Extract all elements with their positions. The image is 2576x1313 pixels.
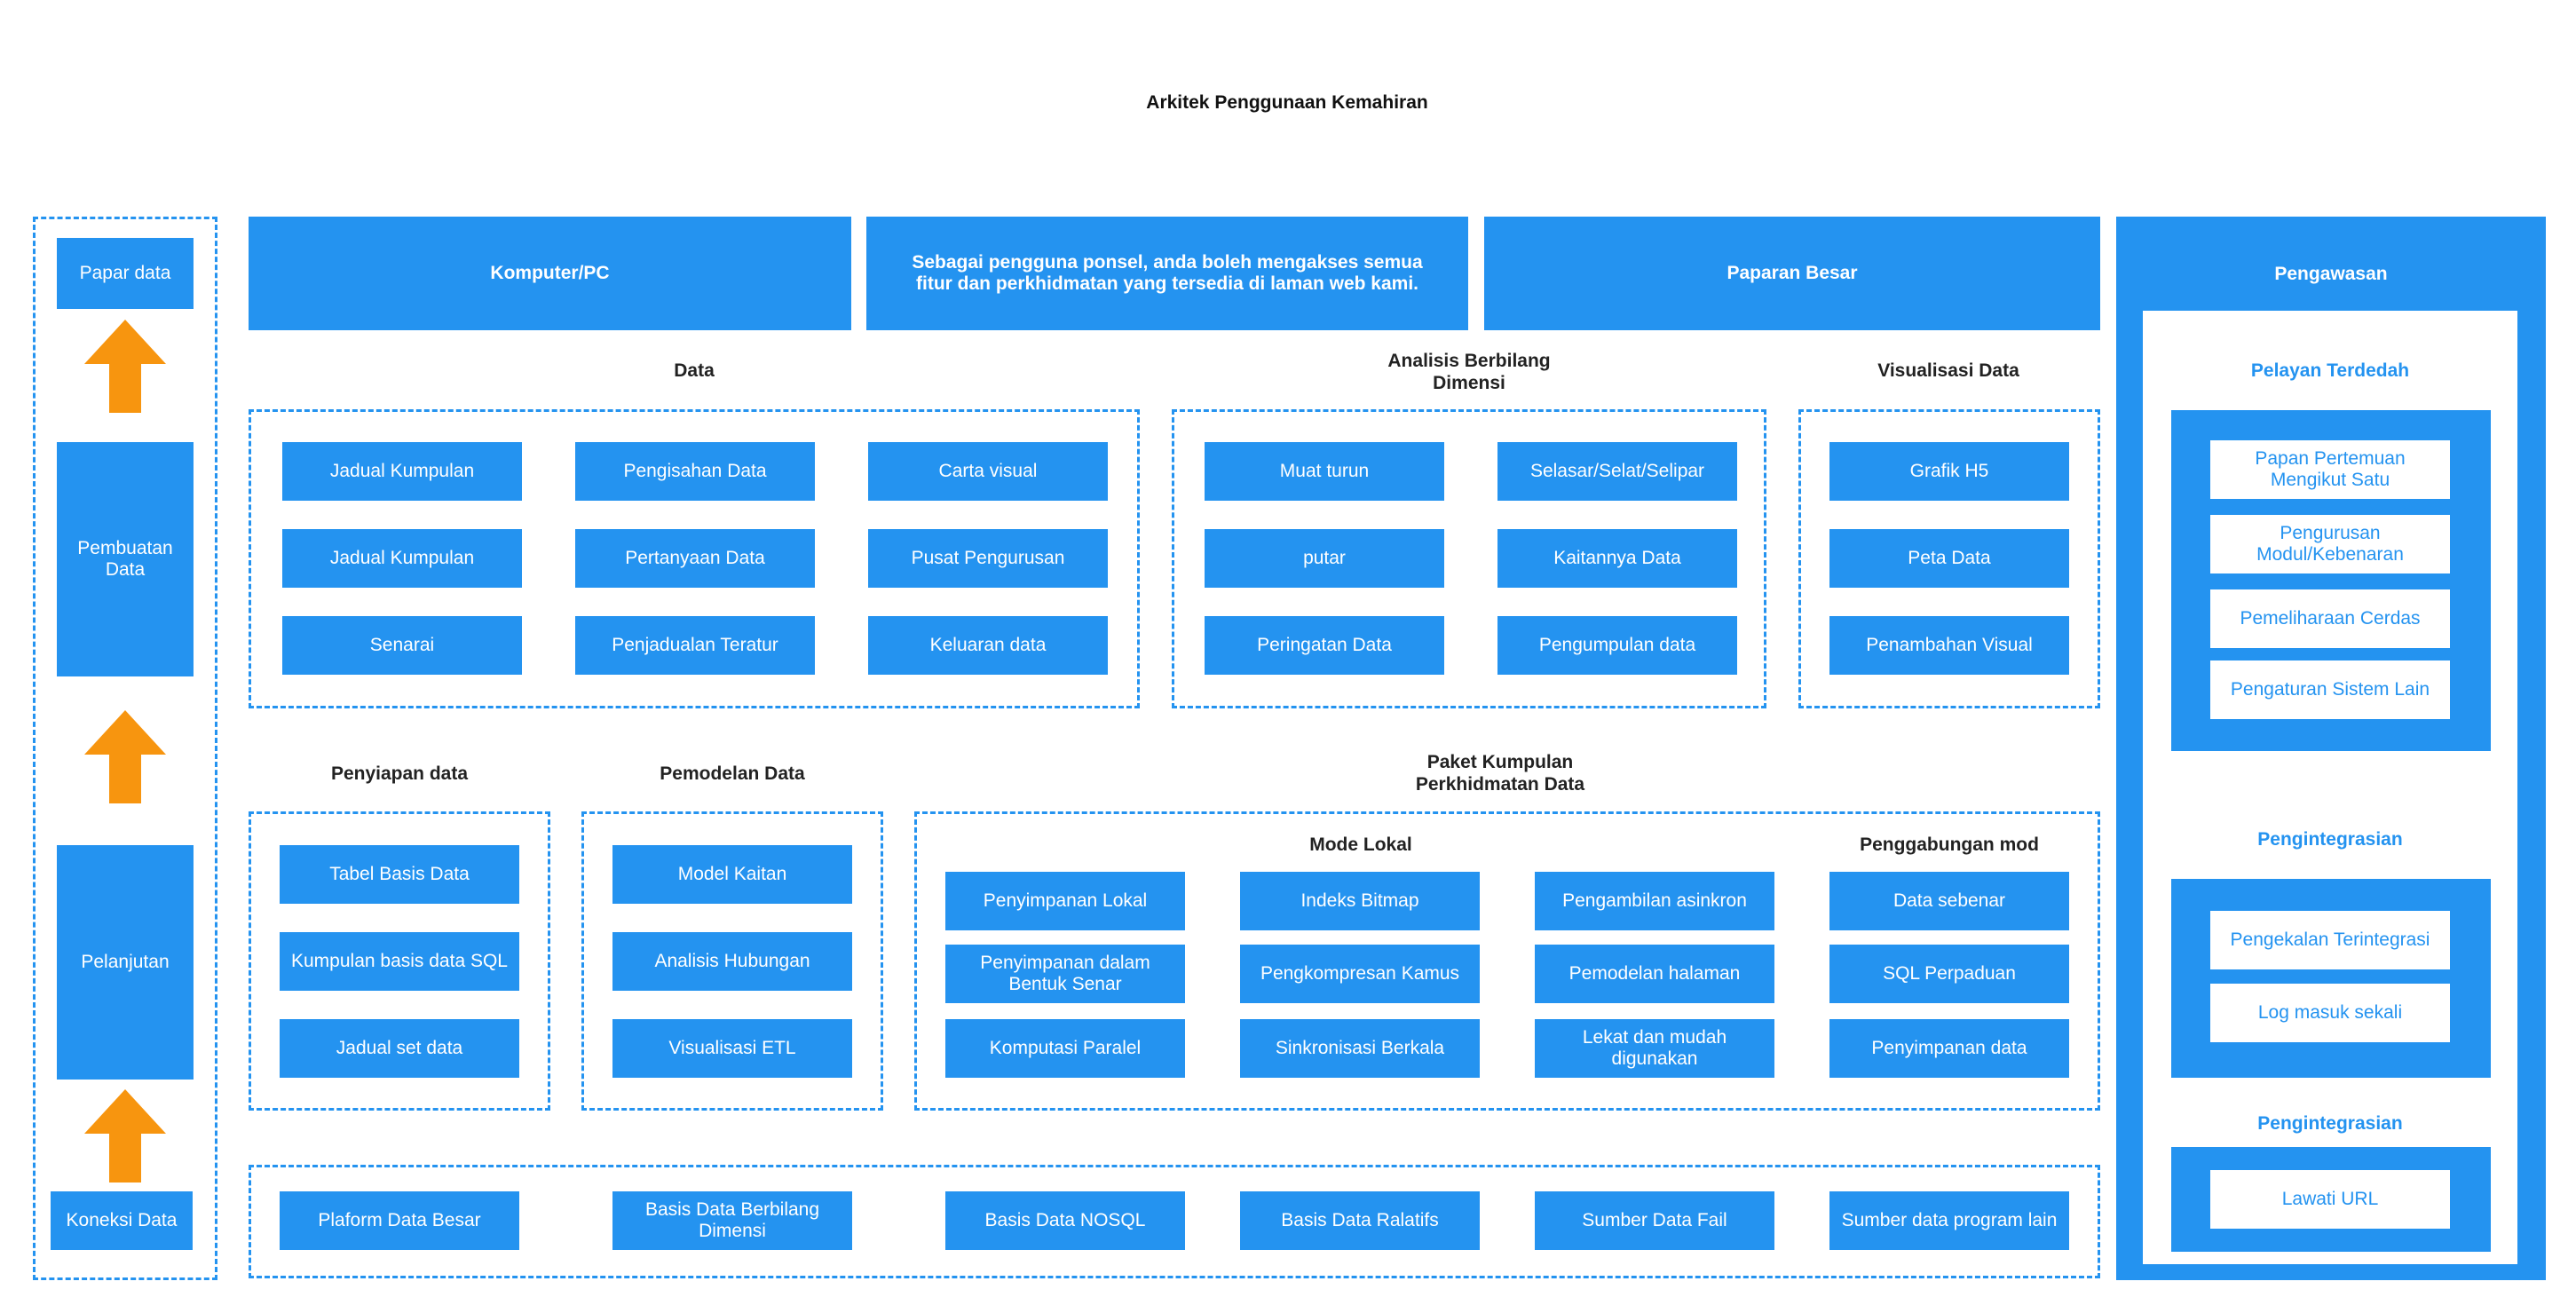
- analysis-item: Selasar/Selat/Selipar: [1497, 442, 1737, 501]
- section-frame-viz: [1798, 409, 2100, 708]
- prep-item: Tabel Basis Data: [280, 845, 519, 904]
- left-column-frame: [33, 217, 217, 1280]
- analysis-item: putar: [1205, 529, 1444, 588]
- package-item: Pengambilan asinkron: [1535, 872, 1774, 930]
- package-item: Lekat dan mudah digunakan: [1535, 1019, 1774, 1078]
- package-item: Pemodelan halaman: [1535, 945, 1774, 1003]
- source-item: Plaform Data Besar: [280, 1191, 519, 1250]
- section-frame-package: [914, 811, 2100, 1111]
- section-label-prep: Penyiapan data: [330, 763, 469, 785]
- data-item: Jadual Kumpulan: [282, 529, 522, 588]
- section-frame-modeling: [581, 811, 883, 1111]
- monitoring-group3-label: Pengintegrasian: [2257, 1113, 2403, 1134]
- left-pelanjutan: Pelanjutan: [57, 845, 194, 1080]
- package-item: Penyimpanan Lokal: [945, 872, 1185, 930]
- data-item: Carta visual: [868, 442, 1108, 501]
- analysis-item: Muat turun: [1205, 442, 1444, 501]
- package-item: Indeks Bitmap: [1240, 872, 1480, 930]
- monitoring-title: Pengawasan: [2274, 264, 2388, 285]
- left-pembuatan-data: Pembuatan Data: [57, 442, 194, 676]
- package-item: Pengkompresan Kamus: [1240, 945, 1480, 1003]
- data-item: Keluaran data: [868, 616, 1108, 675]
- prep-item: Kumpulan basis data SQL: [280, 932, 519, 991]
- data-item: Pertanyaan Data: [575, 529, 815, 588]
- prep-item: Jadual set data: [280, 1019, 519, 1078]
- monitoring-group2-item: Pengekalan Terintegrasi: [2210, 911, 2450, 969]
- package-item: Data sebenar: [1829, 872, 2069, 930]
- section-label-data: Data: [674, 360, 715, 382]
- viz-item: Grafik H5: [1829, 442, 2069, 501]
- package-item: Sinkronisasi Berkala: [1240, 1019, 1480, 1078]
- viz-item: Penambahan Visual: [1829, 616, 2069, 675]
- arrow-up-icon: [84, 710, 166, 803]
- viz-item: Peta Data: [1829, 529, 2069, 588]
- data-item: Jadual Kumpulan: [282, 442, 522, 501]
- monitoring-group1-item: Pengaturan Sistem Lain: [2210, 660, 2450, 719]
- section-label-analysis: Analisis Berbilang Dimensi: [1387, 350, 1551, 393]
- header-pc: Komputer/PC: [249, 217, 851, 330]
- source-item: Basis Data Berbilang Dimensi: [612, 1191, 852, 1250]
- left-papar-data: Papar data: [57, 238, 194, 309]
- monitoring-group1-item: Pengurusan Modul/Kebenaran: [2210, 515, 2450, 573]
- package-item: Komputasi Paralel: [945, 1019, 1185, 1078]
- section-frame-data: [249, 409, 1140, 708]
- modeling-item: Model Kaitan: [612, 845, 852, 904]
- data-item: Pengisahan Data: [575, 442, 815, 501]
- source-item: Sumber Data Fail: [1535, 1191, 1774, 1250]
- section-label-modeling: Pemodelan Data: [660, 763, 805, 785]
- modeling-item: Analisis Hubungan: [612, 932, 852, 991]
- section-frame-analysis: [1172, 409, 1766, 708]
- data-item: Penjadualan Teratur: [575, 616, 815, 675]
- package-item: Penyimpanan data: [1829, 1019, 2069, 1078]
- arrow-up-icon: [84, 1089, 166, 1182]
- section-label-package: Paket Kumpulan Perkhidmatan Data: [1415, 751, 1585, 795]
- monitoring-group2-frame: [2171, 879, 2491, 1078]
- arrow-up-icon: [84, 320, 166, 413]
- package-item: SQL Perpaduan: [1829, 945, 2069, 1003]
- monitoring-group2-item: Log masuk sekali: [2210, 984, 2450, 1042]
- package-merge-label: Penggabungan mod: [1860, 834, 2039, 856]
- left-koneksi-data: Koneksi Data: [51, 1191, 193, 1250]
- source-item: Sumber data program lain: [1829, 1191, 2069, 1250]
- header-mobile: Sebagai pengguna ponsel, anda boleh meng…: [866, 217, 1468, 330]
- monitoring-group1-item: Pemeliharaan Cerdas: [2210, 589, 2450, 648]
- diagram-title: Arkitek Penggunaan Kemahiran: [1146, 92, 1428, 113]
- monitoring-group1-label: Pelayan Terdedah: [2250, 360, 2410, 381]
- monitoring-group3-item: Lawati URL: [2210, 1170, 2450, 1229]
- header-big-screen: Paparan Besar: [1484, 217, 2100, 330]
- monitoring-group1-item: Papan Pertemuan Mengikut Satu: [2210, 440, 2450, 499]
- analysis-item: Kaitannya Data: [1497, 529, 1737, 588]
- package-local-label: Mode Lokal: [1309, 834, 1412, 856]
- data-item: Senarai: [282, 616, 522, 675]
- package-item: Penyimpanan dalam Bentuk Senar: [945, 945, 1185, 1003]
- modeling-item: Visualisasi ETL: [612, 1019, 852, 1078]
- monitoring-group2-label: Pengintegrasian: [2257, 829, 2403, 850]
- source-item: Basis Data Ralatifs: [1240, 1191, 1480, 1250]
- section-label-viz: Visualisasi Data: [1877, 360, 2019, 382]
- source-item: Basis Data NOSQL: [945, 1191, 1185, 1250]
- analysis-item: Peringatan Data: [1205, 616, 1444, 675]
- data-item: Pusat Pengurusan: [868, 529, 1108, 588]
- section-frame-prep: [249, 811, 550, 1111]
- analysis-item: Pengumpulan data: [1497, 616, 1737, 675]
- section-frame-sources: [249, 1165, 2100, 1278]
